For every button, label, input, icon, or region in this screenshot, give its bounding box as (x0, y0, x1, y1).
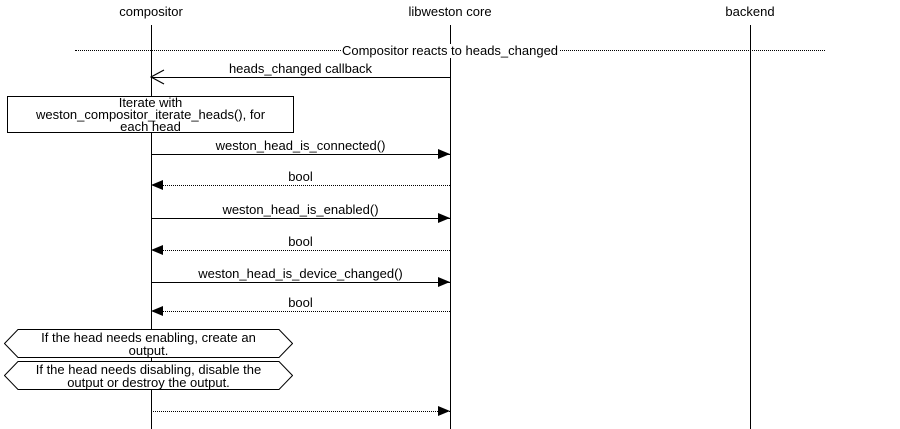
participant-compositor-label: compositor (119, 4, 183, 19)
condition-enable-output: If the head needs enabling, create an ou… (4, 329, 293, 358)
message-label: bool (288, 234, 313, 249)
condition-disable-output: If the head needs disabling, disable the… (4, 361, 293, 390)
condition-line: If the head needs enabling, create an (41, 329, 256, 345)
lifeline-libweston-core (450, 25, 451, 429)
participant-backend-label: backend (725, 4, 775, 19)
lifeline-compositor (151, 25, 152, 429)
condition-line: output or destroy the output. (67, 374, 230, 390)
message-label: bool (288, 295, 313, 310)
message-line (151, 218, 450, 219)
filled-arrowhead-left-icon (151, 180, 163, 190)
participant-libweston-core-label: libweston core (408, 4, 492, 19)
divider-label: Compositor reacts to heads_changed (340, 43, 560, 58)
note-line: Iterate with (118, 94, 183, 110)
message-line (151, 311, 450, 312)
iterate-note: Iterate with weston_compositor_iterate_h… (7, 96, 294, 133)
filled-arrowhead-right-icon (438, 406, 450, 416)
message-label: bool (288, 169, 313, 184)
hexagon-shape (4, 361, 293, 390)
open-arrowhead-left-icon (150, 69, 165, 85)
filled-arrowhead-right-icon (438, 213, 450, 223)
message-label: weston_head_is_enabled() (222, 202, 379, 217)
note-line: weston_compositor_iterate_heads(), for (35, 106, 266, 122)
message-label: heads_changed callback (228, 61, 373, 76)
filled-arrowhead-left-icon (151, 306, 163, 316)
filled-arrowhead-right-icon (438, 149, 450, 159)
message-label: weston_head_is_device_changed() (198, 266, 403, 281)
lifeline-backend (750, 25, 751, 429)
message-line (151, 411, 450, 412)
filled-arrowhead-right-icon (438, 277, 450, 287)
message-line (151, 154, 450, 155)
condition-line: output. (128, 342, 169, 358)
note-line: each head (120, 118, 181, 134)
message-line (151, 185, 450, 186)
filled-arrowhead-left-icon (151, 245, 163, 255)
message-line (151, 77, 450, 78)
hexagon-shape (4, 329, 293, 358)
message-label: weston_head_is_connected() (215, 138, 386, 153)
message-line (151, 282, 450, 283)
condition-line: If the head needs disabling, disable the (35, 361, 262, 377)
message-line (151, 250, 450, 251)
